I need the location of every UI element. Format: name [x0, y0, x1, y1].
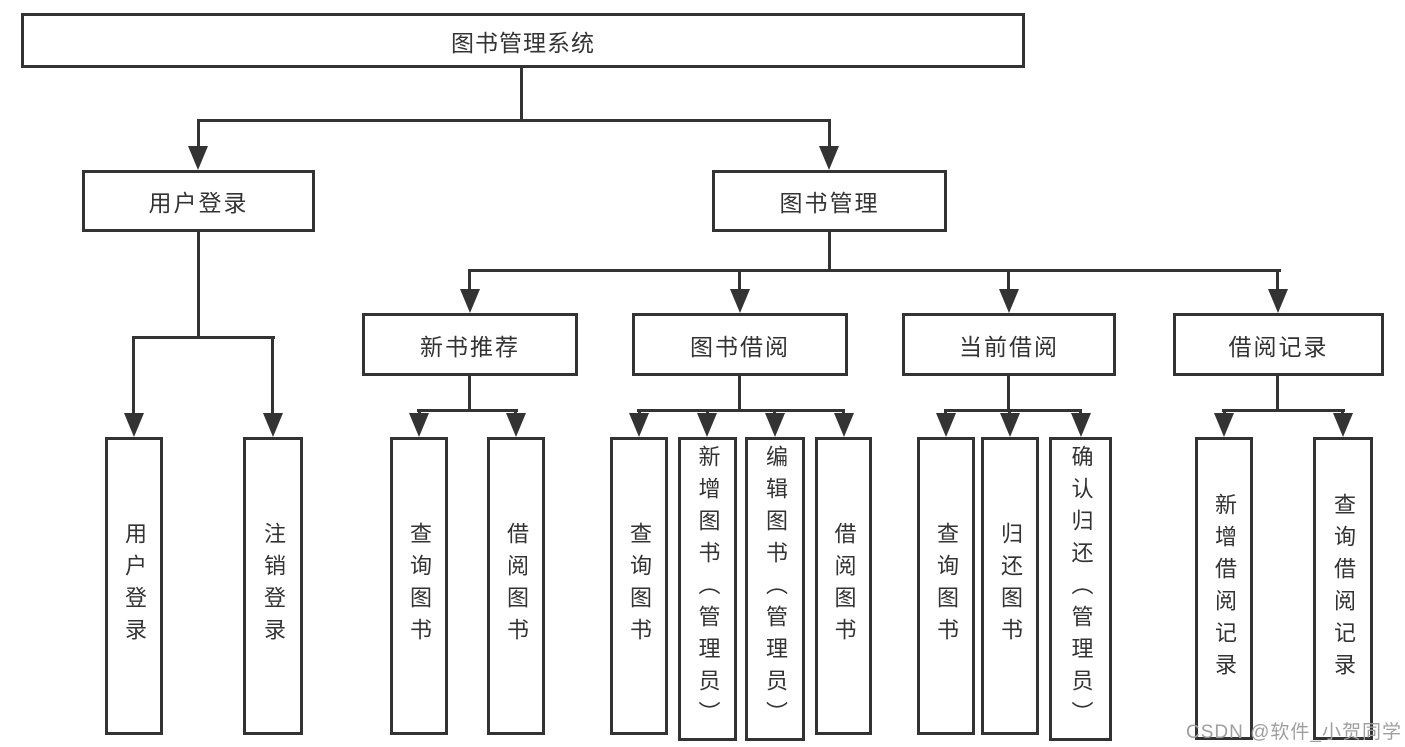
leaf-borrow-query: 查询图书 — [610, 437, 668, 735]
leaf-newbooks-borrow: 借阅图书 — [487, 437, 545, 735]
arrowhead-down-icon — [409, 413, 429, 437]
node-borrow-records: 借阅记录 — [1173, 313, 1384, 376]
connector-line — [738, 269, 741, 293]
leaf-borrow-book: 借阅图书 — [815, 437, 872, 735]
leaf-borrow-add-admin: 新增图书（管理员） — [678, 437, 737, 741]
connector-line — [944, 409, 1082, 412]
connector-line — [271, 336, 274, 416]
leaf-logout-label: 注销登录 — [261, 522, 286, 650]
arrowhead-down-icon — [1268, 289, 1288, 313]
leaf-current-confirm-admin: 确认归还（管理员） — [1049, 437, 1112, 741]
connector-line — [520, 68, 523, 120]
node-book-borrow: 图书借阅 — [632, 313, 848, 376]
arrowhead-down-icon — [999, 289, 1019, 313]
leaf-borrow-query-label: 查询图书 — [627, 522, 652, 650]
arrowhead-down-icon — [1333, 413, 1353, 437]
leaf-records-query: 查询借阅记录 — [1313, 437, 1373, 740]
connector-line — [132, 336, 135, 416]
connector-line — [417, 409, 518, 412]
node-book-management-label: 图书管理 — [779, 190, 880, 216]
leaf-borrow-edit-admin: 编辑图书（管理员） — [745, 437, 805, 741]
leaf-current-confirm-admin-label: 确认归还（管理员） — [1068, 445, 1094, 733]
leaf-borrow-add-admin-label: 新增图书（管理员） — [695, 445, 721, 733]
arrowhead-down-icon — [1000, 413, 1020, 437]
connector-line — [197, 119, 831, 122]
leaf-current-return-label: 归还图书 — [998, 522, 1023, 650]
node-new-book-recommend-label: 新书推荐 — [420, 333, 520, 360]
node-user-login-label: 用户登录 — [148, 190, 249, 216]
arrowhead-down-icon — [819, 146, 839, 170]
connector-line — [468, 269, 1281, 272]
leaf-records-query-label: 查询借阅记录 — [1331, 492, 1356, 685]
connector-line — [1007, 376, 1010, 410]
arrowhead-down-icon — [1071, 413, 1091, 437]
connector-line — [1007, 269, 1010, 293]
arrowhead-down-icon — [765, 413, 785, 437]
leaf-records-add: 新增借阅记录 — [1195, 437, 1253, 740]
connector-line — [132, 336, 275, 339]
node-current-borrow-label: 当前借阅 — [959, 333, 1059, 360]
connector-line — [197, 119, 200, 151]
leaf-current-query: 查询图书 — [917, 437, 975, 735]
leaf-newbooks-borrow-label: 借阅图书 — [504, 522, 529, 650]
leaf-borrow-book-label: 借阅图书 — [831, 522, 857, 650]
leaf-newbooks-query-label: 查询图书 — [407, 522, 432, 650]
node-user-login: 用户登录 — [82, 170, 315, 232]
node-current-borrow: 当前借阅 — [902, 313, 1116, 376]
arrowhead-down-icon — [506, 413, 526, 437]
arrowhead-down-icon — [124, 413, 144, 437]
connector-line — [738, 376, 741, 410]
arrowhead-down-icon — [1214, 413, 1234, 437]
arrowhead-down-icon — [263, 413, 283, 437]
leaf-current-return: 归还图书 — [981, 437, 1039, 735]
leaf-records-add-label: 新增借阅记录 — [1212, 492, 1237, 685]
arrowhead-down-icon — [629, 413, 649, 437]
connector-line — [1276, 376, 1279, 410]
leaf-user-login-label: 用户登录 — [122, 522, 147, 650]
connector-line — [637, 409, 845, 412]
arrowhead-down-icon — [730, 289, 750, 313]
arrowhead-down-icon — [460, 289, 480, 313]
connector-line — [197, 232, 200, 337]
node-book-borrow-label: 图书借阅 — [690, 333, 790, 360]
leaf-user-login: 用户登录 — [105, 437, 163, 735]
arrowhead-down-icon — [697, 413, 717, 437]
leaf-newbooks-query: 查询图书 — [390, 437, 448, 735]
arrowhead-down-icon — [188, 146, 208, 170]
connector-line — [828, 232, 831, 271]
connector-line — [1276, 269, 1279, 293]
connector-line — [1222, 409, 1345, 412]
node-library-system-label: 图书管理系统 — [451, 29, 595, 56]
node-borrow-records-label: 借阅记录 — [1228, 333, 1329, 360]
node-library-system: 图书管理系统 — [21, 13, 1025, 68]
arrowhead-down-icon — [834, 413, 854, 437]
node-new-book-recommend: 新书推荐 — [362, 313, 578, 376]
leaf-current-query-label: 查询图书 — [934, 522, 959, 650]
leaf-logout: 注销登录 — [243, 437, 303, 735]
arrowhead-down-icon — [936, 413, 956, 437]
node-book-management: 图书管理 — [712, 170, 947, 232]
connector-line — [468, 376, 471, 410]
csdn-watermark: CSDN @软件_小贺同学 — [1186, 722, 1402, 743]
leaf-borrow-edit-admin-label: 编辑图书（管理员） — [763, 445, 788, 733]
connector-line — [468, 269, 471, 293]
connector-line — [828, 119, 831, 151]
